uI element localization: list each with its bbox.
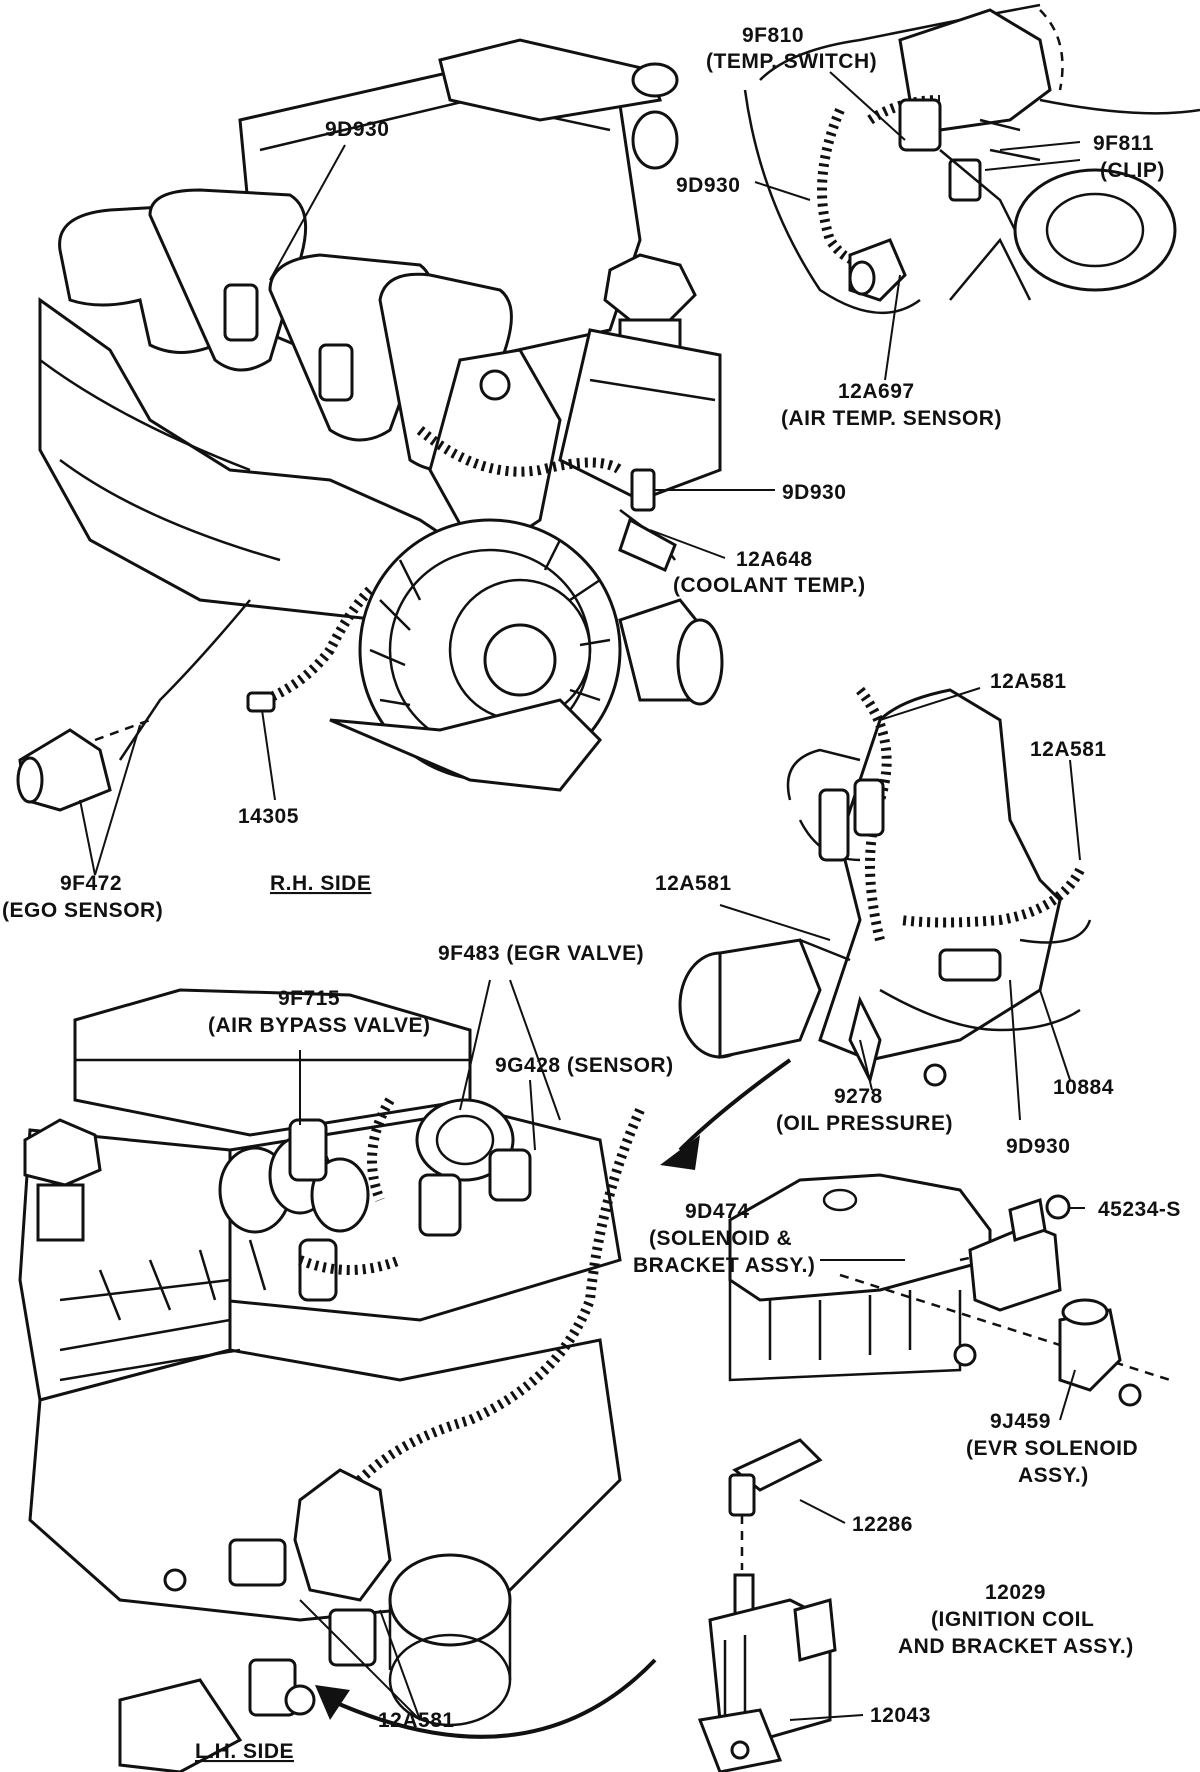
ignition-coil-inset: [697, 1438, 837, 1772]
label-harness-oil: 9D930: [1006, 1135, 1070, 1158]
label-bracket: 12043: [870, 1704, 931, 1727]
label-rh-side: R.H. SIDE: [270, 872, 371, 895]
label-air-temp-num: 12A697: [838, 380, 915, 403]
temp-switch-inset: [743, 3, 1200, 315]
label-lh-side: L.H. SIDE: [195, 1740, 294, 1763]
label-air-temp-name: (AIR TEMP. SENSOR): [781, 407, 1002, 430]
label-egr-valve: 9F483 (EGR VALVE): [438, 942, 644, 965]
label-clip-name: (CLIP): [1100, 159, 1165, 182]
label-harness-b: 12A581: [1030, 738, 1107, 761]
label-temp-switch-num: 9F810: [742, 24, 804, 47]
label-evr-name2: ASSY.): [1018, 1464, 1089, 1487]
rh-engine-illustration: [16, 38, 724, 812]
label-coil-name1: (IGNITION COIL: [931, 1608, 1094, 1631]
label-sol-name2: BRACKET ASSY.): [633, 1254, 815, 1277]
label-coolant-name: (COOLANT TEMP.): [673, 574, 866, 597]
label-harness-bottom: 12A581: [378, 1709, 455, 1732]
arrowhead-top: [660, 1135, 700, 1170]
label-evr-num: 9J459: [990, 1410, 1051, 1433]
lh-engine-illustration: [18, 988, 645, 1772]
label-harness-a: 12A581: [990, 670, 1067, 693]
label-coil-num: 12029: [985, 1581, 1046, 1604]
label-coolant-num: 12A648: [736, 548, 813, 571]
label-sensor: 9G428 (SENSOR): [495, 1054, 674, 1077]
oil-pressure-inset: [678, 686, 1092, 1087]
label-sol-name1: (SOLENOID &: [649, 1227, 792, 1250]
label-oil-num: 9278: [834, 1085, 883, 1108]
label-oil-name: (OIL PRESSURE): [776, 1112, 953, 1135]
label-part-10884: 10884: [1053, 1076, 1114, 1099]
label-nut: 45234-S: [1098, 1198, 1181, 1221]
label-bypass-num: 9F715: [278, 987, 340, 1010]
curved-arrow-bottom: [329, 1658, 657, 1739]
label-ego-num: 9F472: [60, 872, 122, 895]
label-bypass-name: (AIR BYPASS VALVE): [208, 1014, 431, 1037]
view-arrows: [315, 1058, 792, 1739]
label-lead: 12286: [852, 1513, 913, 1536]
curved-arrow-top: [678, 1058, 792, 1152]
callout-labels: 9F810 (TEMP. SWITCH) 9F811 (CLIP) 9D930 …: [2, 24, 1181, 1763]
label-sol-num: 9D474: [685, 1200, 749, 1223]
label-coil-name2: AND BRACKET ASSY.): [898, 1635, 1134, 1658]
label-harness-top-right: 9D930: [676, 174, 740, 197]
label-harness-coolant: 9D930: [782, 481, 846, 504]
label-harness-top-left: 9D930: [325, 118, 389, 141]
label-ego-name: (EGO SENSOR): [2, 899, 163, 922]
arrowhead-bottom: [315, 1685, 350, 1720]
label-alt-harness: 14305: [238, 805, 299, 828]
solenoid-evr-inset: [728, 1173, 1171, 1407]
leader-lines: [79, 71, 1085, 1721]
label-temp-switch-name: (TEMP. SWITCH): [706, 50, 877, 73]
label-harness-c: 12A581: [655, 872, 732, 895]
label-clip-num: 9F811: [1093, 132, 1154, 155]
label-evr-name1: (EVR SOLENOID: [966, 1437, 1138, 1460]
